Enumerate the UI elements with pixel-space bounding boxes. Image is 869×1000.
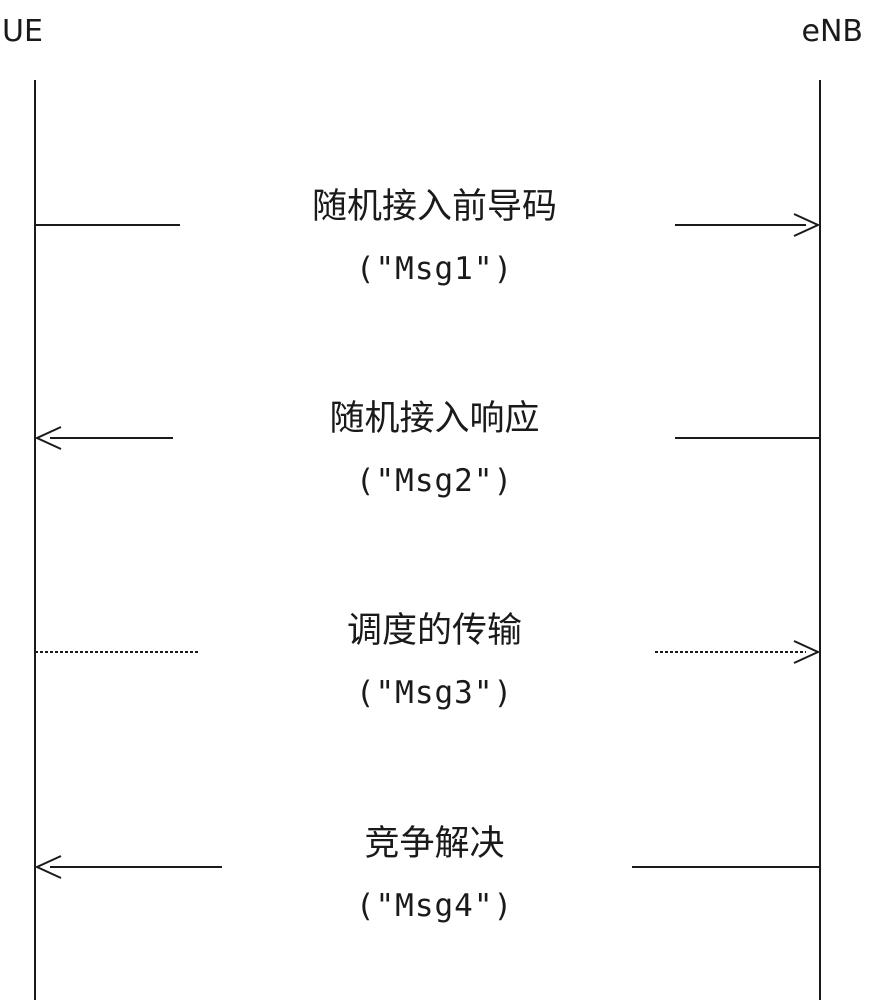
msg4-code: ("Msg4") <box>0 887 869 925</box>
msg2-code: ("Msg2") <box>0 462 869 500</box>
msg3-title: 调度的传输 <box>0 610 869 652</box>
msg1-code: ("Msg1") <box>0 250 869 288</box>
msg4-title: 竞争解决 <box>0 823 869 865</box>
msg3-code: ("Msg3") <box>0 674 869 712</box>
msg1-title: 随机接入前导码 <box>0 186 869 228</box>
msg2-title: 随机接入响应 <box>0 398 869 440</box>
